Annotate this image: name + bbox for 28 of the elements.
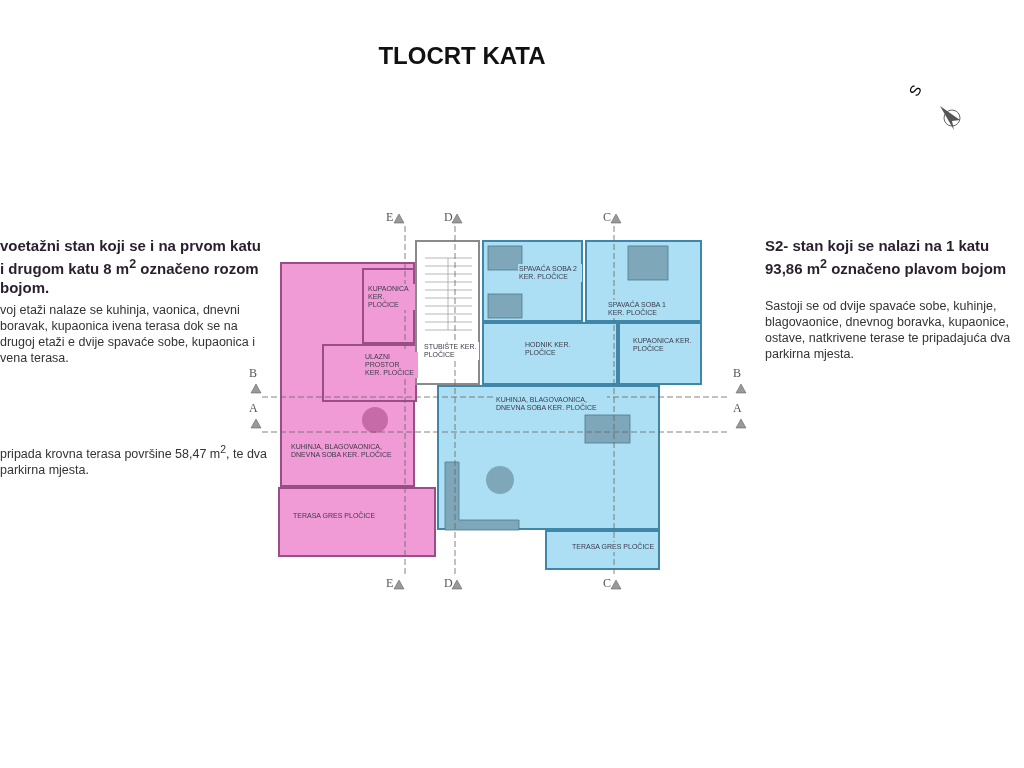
heading: S2- stan koji se nalazi na 1 katu 93,86 m$^{2}$ označeno plavom bojom [765, 236, 1008, 278]
compass-letter: S [905, 81, 925, 100]
title: TLOCRT KATA [377, 42, 547, 70]
section-letter: E [386, 210, 394, 225]
section-letter: D [444, 576, 453, 591]
section-letter: C [603, 576, 611, 591]
section-letter: C [603, 210, 611, 225]
section-letter: A [249, 401, 258, 416]
heading: voetažni stan koji se i na prvom katu i drugom katu 8 m$^{2}$ označeno rozom bojom. [0, 236, 262, 297]
description: pripada krovna terasa površine 58,47 m$^{2}$, te dva parkirna mjesta. [0, 443, 269, 479]
description: voj etaži nalaze se kuhinja, vaonica, dnevni boravak, kupaonica ivena terasa dok se na drugoj etaži e dvije spavaće sobe, kupaonica i vena terasa. [0, 302, 257, 366]
room [437, 385, 660, 530]
section-letter: E [386, 576, 394, 591]
room [482, 240, 583, 322]
terrace [545, 530, 660, 570]
room [482, 322, 618, 385]
room [362, 268, 415, 344]
section-letter: D [444, 210, 453, 225]
terrace [278, 487, 436, 557]
room [415, 240, 480, 385]
room [280, 262, 415, 487]
room [322, 344, 417, 402]
section-letter: B [249, 366, 257, 381]
room [585, 240, 702, 322]
section-letter: B [733, 366, 741, 381]
description: Sastoji se od dvije spavaće sobe, kuhinje, blagovaonice, dnevnog boravka, kupaonice, ostave, natkrivene terase te pripadajuća dva parkirna mjesta. [765, 298, 1012, 362]
room [618, 322, 702, 385]
section-letter: A [733, 401, 742, 416]
